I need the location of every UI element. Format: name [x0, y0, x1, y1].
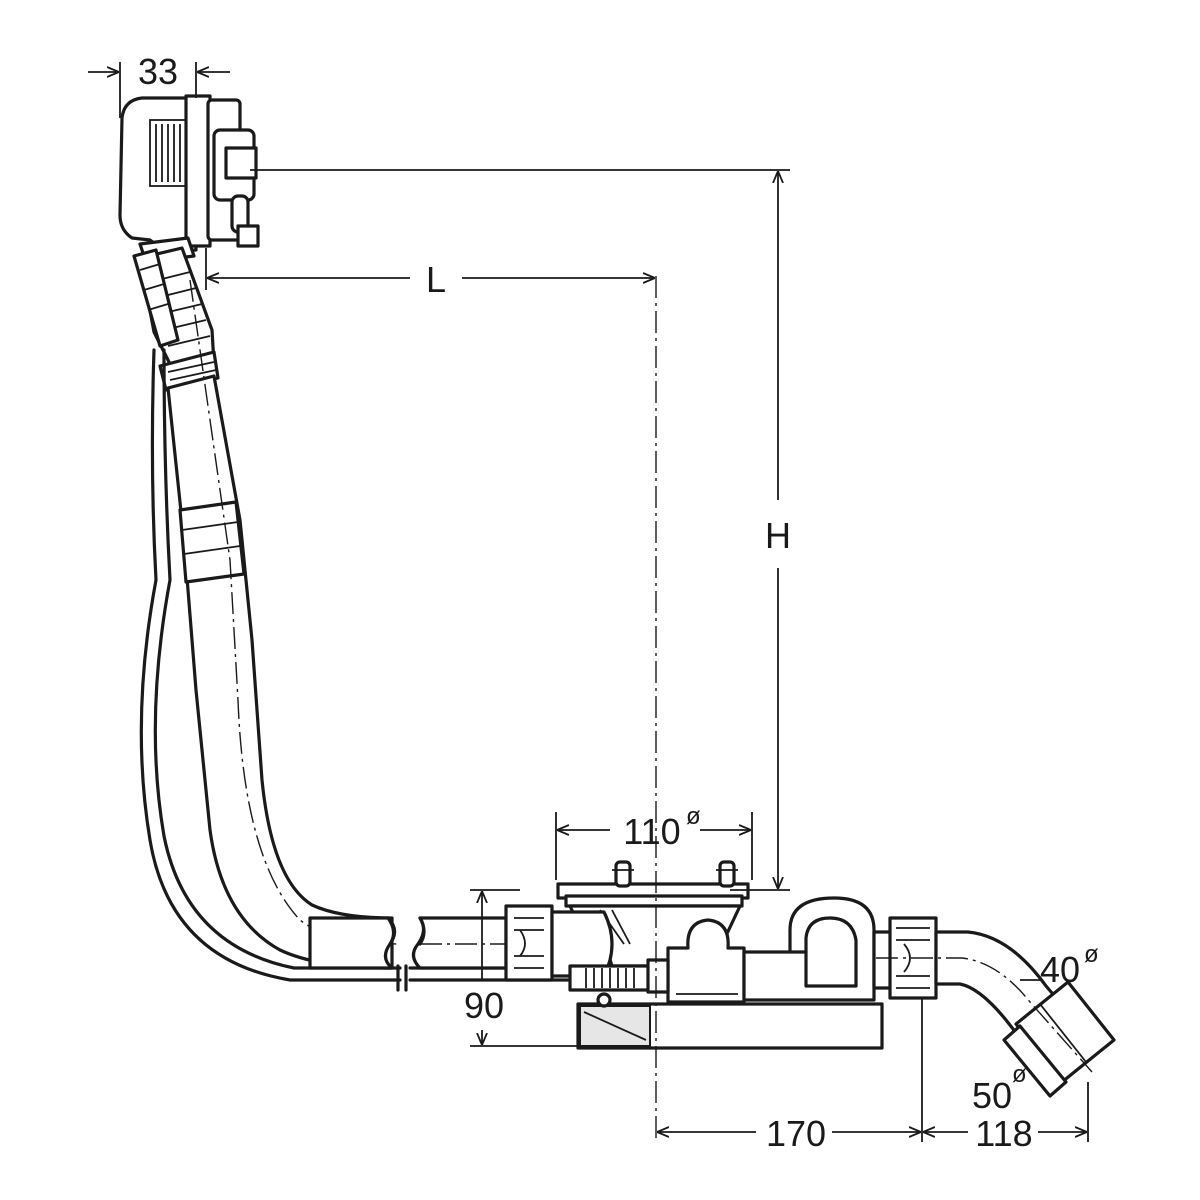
- dim-h-label: H: [765, 515, 791, 556]
- outlet: [872, 916, 1116, 1098]
- dim-40-diameter-mark: ø: [1084, 941, 1099, 968]
- dim-40-label: 40: [1040, 949, 1080, 990]
- dimension-labels: 33 L H 110 ø 90 40 ø 50 ø 170 118: [138, 51, 1099, 1154]
- horizontal-pipe: [308, 916, 510, 970]
- extension-lines: [119, 62, 1089, 1142]
- dim-170-label: 170: [766, 1113, 826, 1154]
- dim-110-label: 110: [623, 811, 680, 852]
- dim-90-label: 90: [464, 985, 504, 1026]
- overflow-head: [118, 94, 260, 264]
- overflow-pipe: [166, 279, 401, 970]
- dim-110-diameter-mark: ø: [686, 803, 701, 830]
- dim-33-label: 33: [138, 51, 178, 92]
- dim-50-diameter-mark: ø: [1012, 1061, 1027, 1088]
- dim-l-label: L: [426, 259, 446, 300]
- dim-118-label: 118: [975, 1113, 1032, 1154]
- dimension-lines: [88, 72, 1086, 1132]
- trap: [742, 896, 876, 1002]
- dim-50-label: 50: [972, 1075, 1012, 1116]
- drain-body: [504, 860, 884, 1050]
